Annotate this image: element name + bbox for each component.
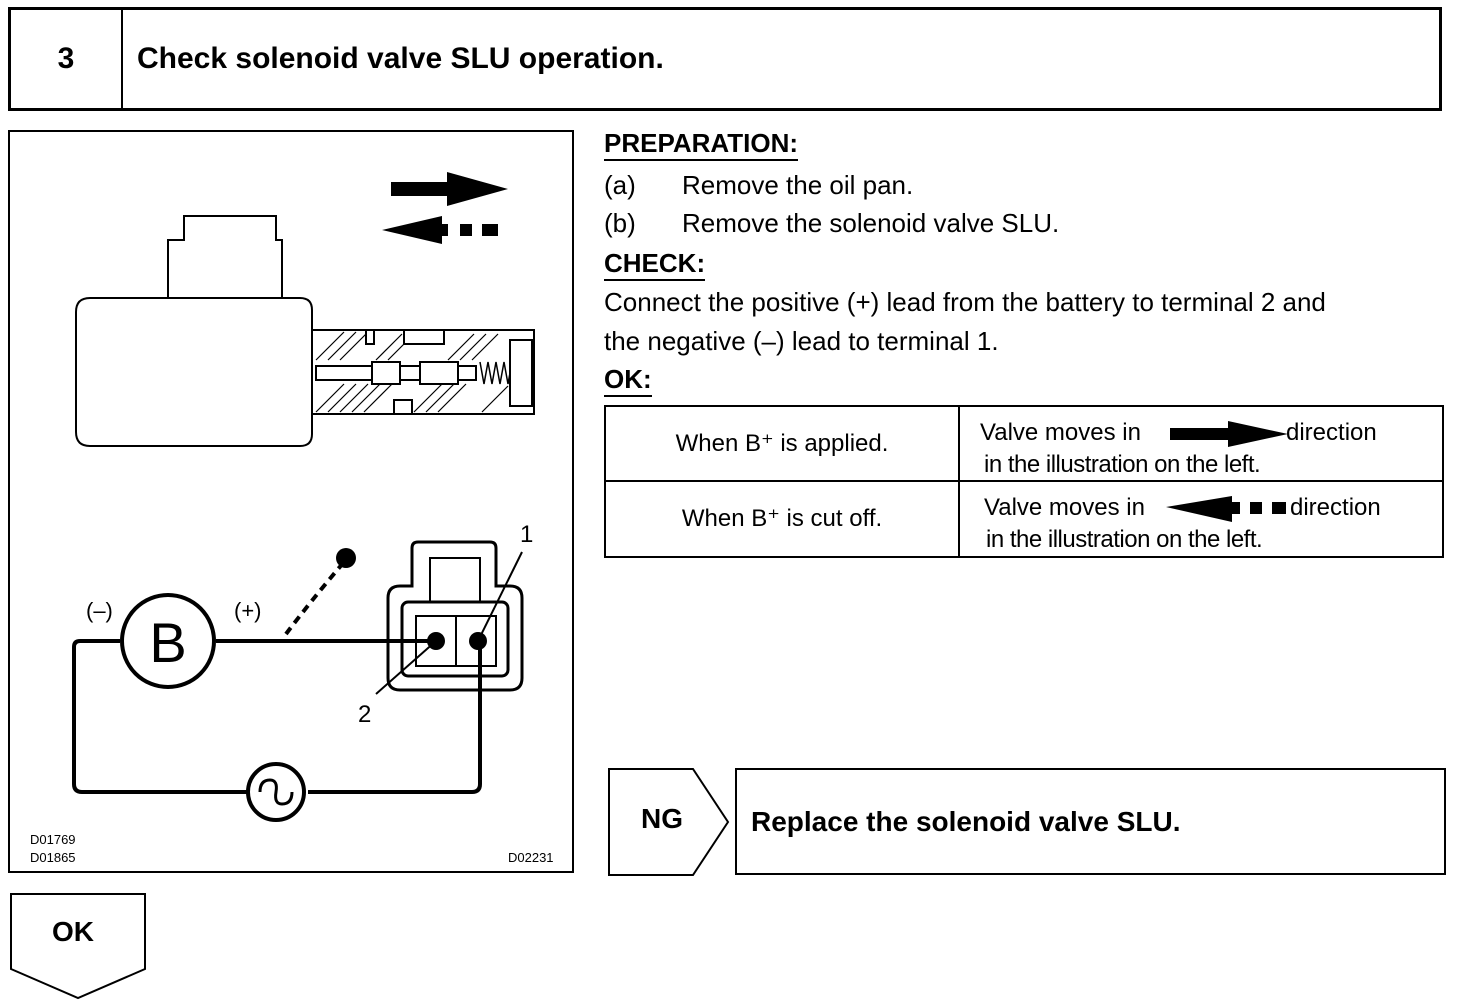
terminal-2-label: 2: [358, 701, 371, 728]
connector: [386, 540, 524, 692]
solid-right-arrow-icon: [1170, 421, 1288, 447]
battery-label: B: [149, 611, 186, 674]
ok-table: When B⁺ is applied. Valve moves in direc…: [604, 405, 1444, 558]
step-title: Check solenoid valve SLU operation.: [137, 42, 664, 75]
test-circuit: [72, 639, 482, 794]
solenoid-valve: [75, 215, 535, 447]
table-row: When B⁺ is applied. Valve moves in direc…: [606, 407, 1442, 482]
preparation-item-b: (b)Remove the solenoid valve SLU.: [604, 208, 1060, 238]
figure-code-left-bottom: D01865: [30, 850, 76, 865]
condition-cell: When B⁺ is cut off.: [606, 481, 960, 556]
terminal-1-label: 1: [520, 521, 533, 548]
condition-cell: When B⁺ is applied.: [606, 407, 960, 480]
preparation-item-a: (a)Remove the oil pan.: [604, 170, 914, 200]
ng-label: NG: [641, 803, 683, 834]
ok-flag-label: OK: [52, 916, 94, 947]
dashed-probe-lead: [284, 548, 356, 636]
figure-code-left-top: D01769: [30, 832, 76, 847]
terminal-2-leader: [375, 640, 437, 695]
battery-symbol: [120, 593, 216, 689]
bulb-symbol: [246, 762, 306, 822]
step-header: 3 Check solenoid valve SLU operation.: [8, 7, 1442, 111]
check-heading: CHECK:: [604, 248, 706, 281]
check-line-1: Connect the positive (+) lead from the b…: [604, 287, 1326, 317]
ok-heading: OK:: [604, 364, 652, 397]
dashed-left-arrow-icon: [382, 216, 498, 244]
table-row: When B⁺ is cut off. Valve moves in direc…: [606, 481, 1442, 556]
result-cell: Valve moves in direction in the illustra…: [984, 493, 1381, 553]
negative-label: (–): [86, 598, 113, 623]
terminal-1-leader: [477, 551, 523, 642]
solenoid-diagram: B (–) (+) 1 2: [72, 172, 535, 822]
solid-right-arrow-icon: [391, 172, 508, 206]
step-number: 3: [11, 10, 123, 108]
positive-label: (+): [234, 598, 262, 623]
preparation-heading: PREPARATION:: [604, 128, 799, 161]
ng-action: Replace the solenoid valve SLU.: [735, 768, 1446, 875]
ok-flag-shape: [10, 893, 146, 1000]
check-line-2: the negative (–) lead to terminal 1.: [604, 326, 999, 356]
dashed-left-arrow-icon: [1166, 495, 1286, 522]
result-cell: Valve moves in direction in the illustra…: [980, 419, 1377, 478]
ng-flag-shape: [608, 768, 730, 876]
solenoid-illustration: B (–) (+) 1 2 D01769 D01865 D02231: [8, 130, 574, 873]
figure-code-right-bottom: D02231: [508, 850, 554, 865]
